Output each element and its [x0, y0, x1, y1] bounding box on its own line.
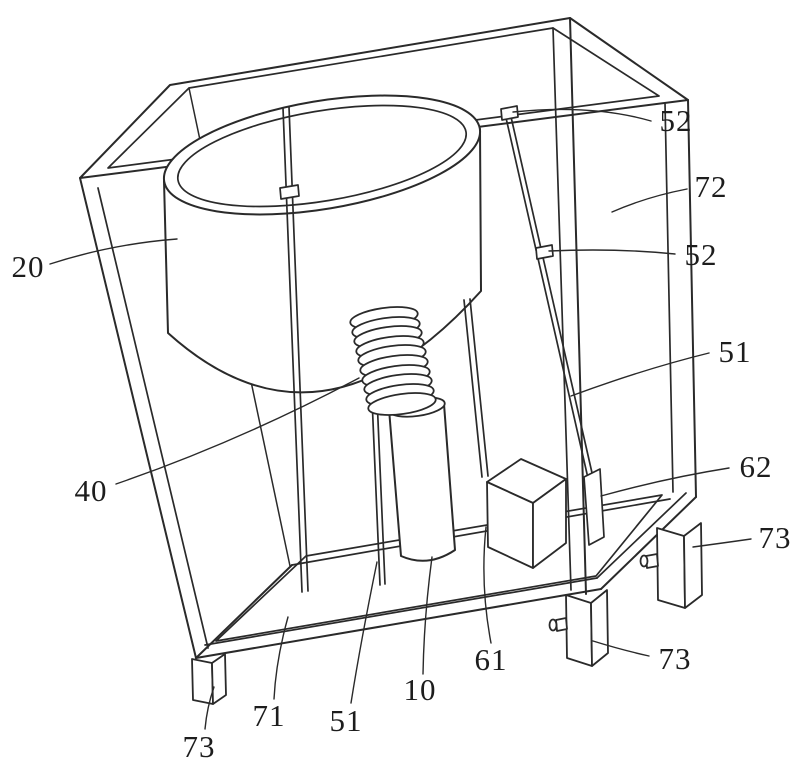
rod-right-edge-a [503, 108, 596, 510]
leg-back-right-bolt-cap [639, 554, 649, 568]
drum-rim-outer [162, 94, 482, 216]
frame-backright-bar-inner [552, 27, 572, 591]
frame-bottom-back [291, 498, 671, 566]
cylinder-outline [388, 403, 456, 562]
ref-label-71: 71 [252, 698, 286, 733]
frame-bottom-right [600, 496, 697, 590]
leader-20 [49, 238, 178, 265]
frame-right-bar-inner [664, 102, 674, 493]
clip-52-upper [500, 105, 519, 121]
leader-40 [115, 377, 360, 485]
frame-bottom-left [195, 564, 293, 659]
spring-40 [349, 306, 437, 416]
rod-right-edge-b [508, 107, 601, 509]
ref-label-52-b: 52 [684, 237, 718, 272]
rod-rear-b [469, 298, 489, 477]
frame-bottom-front-inner [204, 577, 598, 646]
leg-front-right [565, 594, 593, 667]
ref-label-52-a: 52 [659, 103, 693, 138]
leader-71 [273, 616, 289, 700]
leader-73-c [204, 686, 215, 730]
leader-52-b [548, 249, 676, 255]
box-61 [486, 458, 567, 569]
leader-73-a [692, 538, 752, 548]
base-plate-71 [215, 494, 663, 642]
leg-back-right [656, 527, 686, 609]
leg-back-right-side [683, 522, 703, 609]
leg-front-left [191, 658, 214, 705]
leader-10 [422, 556, 433, 675]
leader-51-b [350, 561, 378, 704]
ref-label-72: 72 [694, 169, 728, 204]
leader-73-b [592, 640, 650, 657]
leader-61 [483, 526, 492, 644]
leg-front-left-side [211, 653, 227, 705]
frame-backright-bar [569, 17, 587, 595]
ref-label-20: 20 [11, 249, 45, 284]
cylinder-fill [389, 398, 455, 561]
drum-20 [162, 94, 482, 394]
leg-front-right-side [590, 589, 609, 667]
frame-right-bar [687, 99, 697, 498]
ref-label-73-a: 73 [758, 520, 792, 555]
box-61-side [532, 478, 567, 569]
ref-label-61: 61 [474, 642, 508, 677]
leader-51-a [570, 352, 710, 397]
plate-62 [583, 468, 605, 546]
clip-rod-front [279, 184, 300, 200]
ref-label-40: 40 [74, 473, 108, 508]
ref-label-73-b: 73 [658, 641, 692, 676]
frame-left-bar [79, 177, 197, 659]
guide-rod-right [500, 105, 601, 510]
leader-72 [611, 188, 688, 213]
drum-rim-inner [176, 104, 468, 208]
ref-label-62: 62 [739, 449, 773, 484]
leader-52-a [512, 108, 652, 122]
ref-label-51-b: 51 [329, 703, 363, 738]
cylinder-10 [388, 396, 456, 562]
ref-label-51-a: 51 [718, 334, 752, 369]
frame-bottom-front [195, 588, 602, 659]
leg-front-right-bolt [555, 617, 568, 632]
frame-left-bar-inner [97, 187, 209, 649]
legs-73 [191, 522, 703, 705]
leader-62 [600, 467, 730, 497]
ref-label-73-c: 73 [182, 729, 216, 764]
frame-72 [79, 17, 697, 659]
ref-label-10: 10 [403, 672, 437, 707]
leader-lines [49, 108, 752, 730]
drawing-lines [49, 17, 752, 730]
clip-52-lower [535, 244, 554, 260]
spring-coil [367, 392, 437, 416]
leg-front-right-bolt-cap [548, 618, 558, 632]
rod-rear-a [463, 299, 483, 478]
frame-bottom-right-inner [596, 492, 687, 579]
